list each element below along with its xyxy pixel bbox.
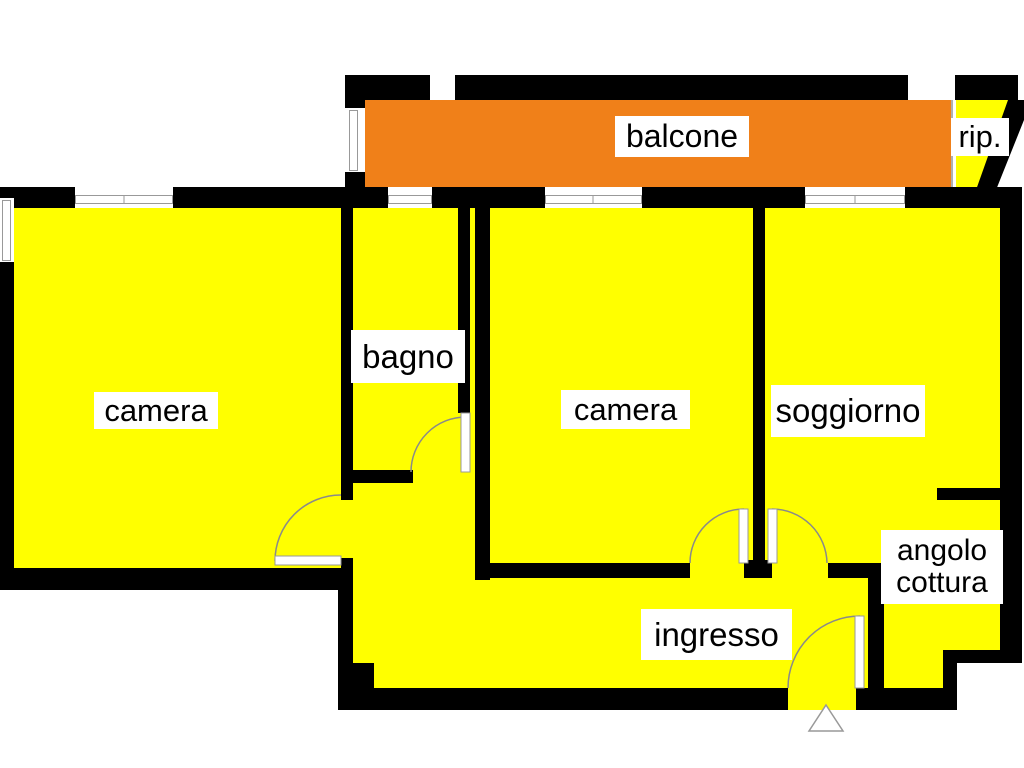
room-fills: [0, 100, 1022, 710]
room-label-rip-text: rip.: [958, 119, 1002, 155]
walls: [0, 75, 1024, 710]
window-balcony-left: [345, 108, 365, 172]
door-camera-left: [274, 494, 342, 566]
room-label-soggiorno: soggiorno: [771, 385, 925, 437]
room-label-angolo-line2: cottura: [896, 566, 988, 599]
wall-camera-middle-bottom: [475, 563, 690, 578]
wall-bagno-bottom: [341, 470, 413, 483]
door-soggiorno: [767, 508, 828, 564]
room-label-bagno-text: bagno: [362, 337, 454, 375]
room-label-camera-left: camera: [94, 392, 218, 429]
door-camera-middle: [689, 508, 749, 564]
wall-soggiorno-bottom: [828, 563, 886, 578]
room-label-balcone: balcone: [615, 116, 749, 157]
room-label-soggiorno-text: soggiorno: [775, 392, 921, 430]
window-camera-left: [75, 187, 173, 208]
wall-camera-left-bottom: [0, 568, 353, 590]
room-label-camera-left-text: camera: [104, 392, 208, 428]
room-label-ingresso: ingresso: [641, 609, 792, 660]
room-label-balcone-text: balcone: [625, 118, 739, 155]
room-label-rip: rip.: [951, 118, 1009, 156]
door-bagno: [410, 412, 471, 473]
entrance-marker-triangle: [807, 703, 845, 732]
room-label-angolo-line1: angolo: [896, 533, 988, 567]
window-camera-middle: [545, 187, 642, 208]
balcony-parapet-gap-left: [430, 75, 455, 100]
room-label-ingresso-text: ingresso: [654, 615, 779, 653]
wall-bottom-ingresso: [338, 688, 788, 710]
wall-jamb-camera-left-door: [341, 558, 353, 592]
room-label-camera-middle: camera: [561, 390, 690, 429]
room-fill-camera-left: [0, 187, 353, 590]
wall-divider-foot: [744, 560, 772, 578]
wall-balcony-top: [345, 75, 1018, 100]
wall-camera-middle-left: [475, 208, 490, 580]
wall-stub-soggiorno-angolo: [937, 488, 1022, 500]
balcony-parapet-gap-right: [908, 75, 955, 100]
room-label-bagno: bagno: [351, 330, 465, 383]
window-left-wall: [0, 198, 14, 262]
window-bagno: [388, 187, 432, 208]
wall-right-exterior: [1000, 187, 1022, 663]
window-soggiorno: [805, 187, 905, 208]
wall-divider-camera-soggiorno: [753, 208, 765, 562]
wall-lower-right: [943, 650, 957, 710]
doors: [274, 412, 865, 689]
door-entrance: [787, 615, 865, 689]
wall-left-exterior: [0, 187, 14, 590]
wall-top-main: [0, 187, 1022, 208]
wall-divider-ingresso-angolo: [868, 563, 884, 710]
room-label-angolo-cottura: angolo cottura: [881, 530, 1003, 604]
windows: [0, 75, 955, 262]
room-fill-camera-middle: [475, 187, 765, 580]
wall-divider-camera-bagno: [341, 208, 353, 500]
room-label-camera-middle-text: camera: [573, 391, 678, 427]
